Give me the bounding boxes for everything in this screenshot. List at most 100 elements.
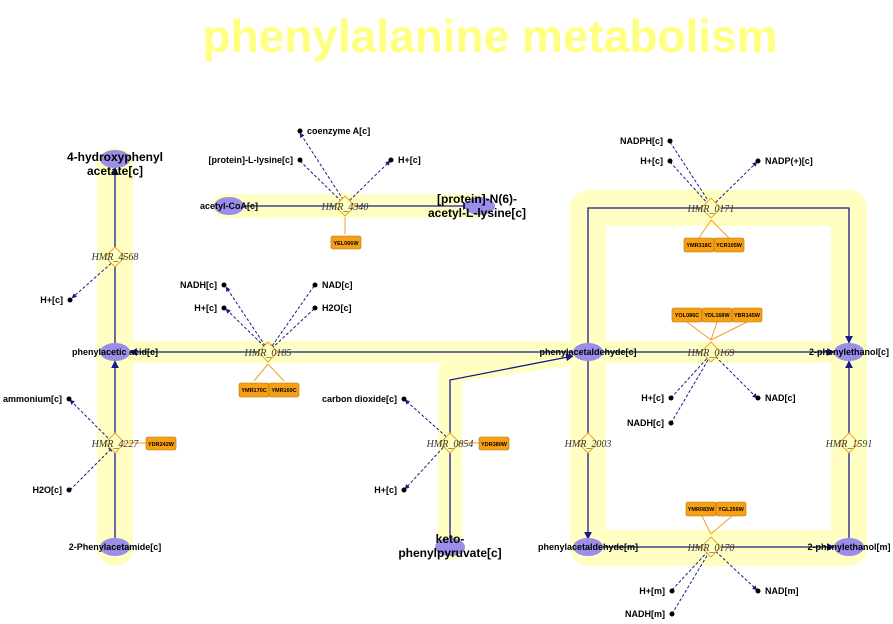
gene-box[interactable]: YBR145W xyxy=(731,307,763,323)
reaction-box-0170[interactable] xyxy=(700,536,722,558)
metabolite-node-phenylacetamide[interactable] xyxy=(100,538,130,556)
side-metabolite-dot[interactable] xyxy=(312,282,318,288)
svg-text:YMR169C: YMR169C xyxy=(271,388,296,394)
metabolite-label: 2-phenylethanol[c] xyxy=(809,347,889,357)
side-metabolite-dot[interactable] xyxy=(667,138,673,144)
side-metabolite-label: carbon dioxide[c] xyxy=(322,394,397,404)
side-metabolite-dot[interactable] xyxy=(668,395,674,401)
side-metabolite-dot[interactable] xyxy=(669,588,675,594)
gene-box[interactable]: YMR169C xyxy=(268,382,300,398)
reaction-box-0854[interactable] xyxy=(439,432,461,454)
metabolite-label: 4-hydroxyphenyl xyxy=(67,150,163,164)
side-metabolite-dot[interactable] xyxy=(668,420,674,426)
metabolite-node-phenylacetic-acid[interactable] xyxy=(100,343,130,361)
side-metabolite-label: H+[c] xyxy=(640,156,663,166)
reaction-box-0185[interactable] xyxy=(257,341,279,363)
side-metabolite-dot[interactable] xyxy=(221,282,227,288)
metabolite-node-n6-acetyl-lysine[interactable] xyxy=(465,197,495,215)
side-metabolite-dot[interactable] xyxy=(388,157,394,163)
reaction-box-0171[interactable] xyxy=(700,197,722,219)
side-metabolite-dot[interactable] xyxy=(755,588,761,594)
reaction-box-1591[interactable] xyxy=(838,432,860,454)
gene-box[interactable]: YDR242W xyxy=(145,436,177,451)
reaction-label-2003: HMR_2003 xyxy=(564,439,612,450)
gene-box[interactable]: YMR318C xyxy=(683,237,715,253)
side-metabolite-dot[interactable] xyxy=(66,487,72,493)
side-metabolite-dot[interactable] xyxy=(221,305,227,311)
side-metabolite-label: H+[c] xyxy=(40,295,63,305)
side-metabolite-dot[interactable] xyxy=(755,158,761,164)
side-metabolite-label: coenzyme A[c] xyxy=(307,126,370,136)
side-metabolite-label: H2O[c] xyxy=(322,303,352,313)
metabolite-label: 2-phenylethanol[m] xyxy=(807,542,890,552)
gene-box[interactable]: YOL086C xyxy=(671,307,703,323)
gene-box[interactable]: YDL168W xyxy=(701,307,733,323)
reaction-label-1591: HMR_1591 xyxy=(825,439,873,450)
side-metabolite-dot[interactable] xyxy=(401,487,407,493)
side-metabolite-label: ammonium[c] xyxy=(3,394,62,404)
side-metabolite-label: H+[c] xyxy=(641,393,664,403)
reaction-boxes xyxy=(104,195,860,558)
svg-text:YEL066W: YEL066W xyxy=(333,241,359,247)
reaction-box-2003[interactable] xyxy=(577,432,599,454)
side-metabolite-label: NAD[m] xyxy=(765,586,799,596)
gene-box[interactable]: YDR380W xyxy=(478,436,510,451)
metabolite-node-phenylethanol-c[interactable] xyxy=(834,343,864,361)
side-metabolite-label: NADP(+)[c] xyxy=(765,156,813,166)
side-metabolite-dot[interactable] xyxy=(401,396,407,402)
metabolite-label: phenylpyruvate[c] xyxy=(398,546,501,560)
side-metabolite-dot[interactable] xyxy=(67,297,73,303)
metabolite-label: acetyl-CoA[c] xyxy=(200,201,258,211)
side-metabolite-label: NAD[c] xyxy=(765,393,796,403)
side-metabolite-dot[interactable] xyxy=(755,395,761,401)
metabolite-node-hydroxyphenylacetate[interactable] xyxy=(100,150,130,168)
metabolite-node-keto-phenylpyruvate[interactable] xyxy=(435,538,465,556)
metabolite-labels: 4-hydroxyphenyl acetate[c] phenylacetic … xyxy=(67,150,891,560)
reaction-label-4568: HMR_4568 xyxy=(91,252,139,263)
side-edges xyxy=(69,132,758,615)
reaction-label-4340: HMR_4340 xyxy=(321,202,369,213)
metabolite-node-phenylacetaldehyde-c[interactable] xyxy=(573,343,603,361)
metabolite-node-acetyl-coa[interactable] xyxy=(214,197,244,215)
metabolite-node-phenylethanol-m[interactable] xyxy=(834,538,864,556)
side-metabolite-dot[interactable] xyxy=(66,396,72,402)
metabolite-label: acetyl-L-lysine[c] xyxy=(428,206,526,220)
svg-text:YBR145W: YBR145W xyxy=(734,313,761,319)
gene-connectors xyxy=(127,217,748,535)
side-metabolite-label: H+[c] xyxy=(374,485,397,495)
reaction-label-0171: HMR_0171 xyxy=(687,204,735,215)
side-metabolite-label: H2O[c] xyxy=(32,485,62,495)
metabolite-label: phenylacetic acid[c] xyxy=(72,347,158,357)
gene-box[interactable]: YCR105W xyxy=(713,237,745,253)
svg-text:YMR318C: YMR318C xyxy=(686,243,711,249)
side-metabolite-label: H+[c] xyxy=(194,303,217,313)
side-metabolite-label: H+[m] xyxy=(639,586,665,596)
reaction-box-0169[interactable] xyxy=(700,341,722,363)
metabolite-node-phenylacetaldehyde-m[interactable] xyxy=(573,538,603,556)
reaction-box-4227[interactable] xyxy=(104,432,126,454)
gene-box[interactable]: YEL066W xyxy=(330,235,362,250)
reaction-box-4340[interactable] xyxy=(334,195,356,217)
reaction-label-0854: HMR_0854 xyxy=(426,439,474,450)
gene-box[interactable]: YGL256W xyxy=(715,501,747,517)
svg-text:YOL086C: YOL086C xyxy=(675,313,699,319)
side-metabolite-dot[interactable] xyxy=(667,158,673,164)
metabolite-label: [protein]-N(6)- xyxy=(437,192,517,206)
side-metabolite-dot[interactable] xyxy=(297,128,303,134)
svg-text:YGL256W: YGL256W xyxy=(718,507,744,513)
metabolite-label: keto- xyxy=(436,532,465,546)
metabolite-label: phenylacetaldehyde[m] xyxy=(538,542,638,552)
gene-boxes: YDR242W YEL066W YMR170C YMR169C YDR380W … xyxy=(145,235,763,517)
side-metabolite-dot[interactable] xyxy=(312,305,318,311)
gene-box[interactable]: YMR170C xyxy=(238,382,270,398)
side-metabolite-label: H+[c] xyxy=(398,155,421,165)
metabolite-nodes xyxy=(100,150,864,556)
svg-text:YDR242W: YDR242W xyxy=(148,442,175,448)
side-metabolites: H+[c] ammonium[c] H2O[c] coenzyme A[c] [… xyxy=(3,126,813,619)
side-metabolite-dot[interactable] xyxy=(669,611,675,617)
side-metabolite-dot[interactable] xyxy=(297,157,303,163)
reaction-box-4568[interactable] xyxy=(104,246,126,268)
reaction-label-0185: HMR_0185 xyxy=(244,348,292,359)
gene-box[interactable]: YMR083W xyxy=(685,501,717,517)
reaction-label-0170: HMR_0170 xyxy=(687,543,735,554)
